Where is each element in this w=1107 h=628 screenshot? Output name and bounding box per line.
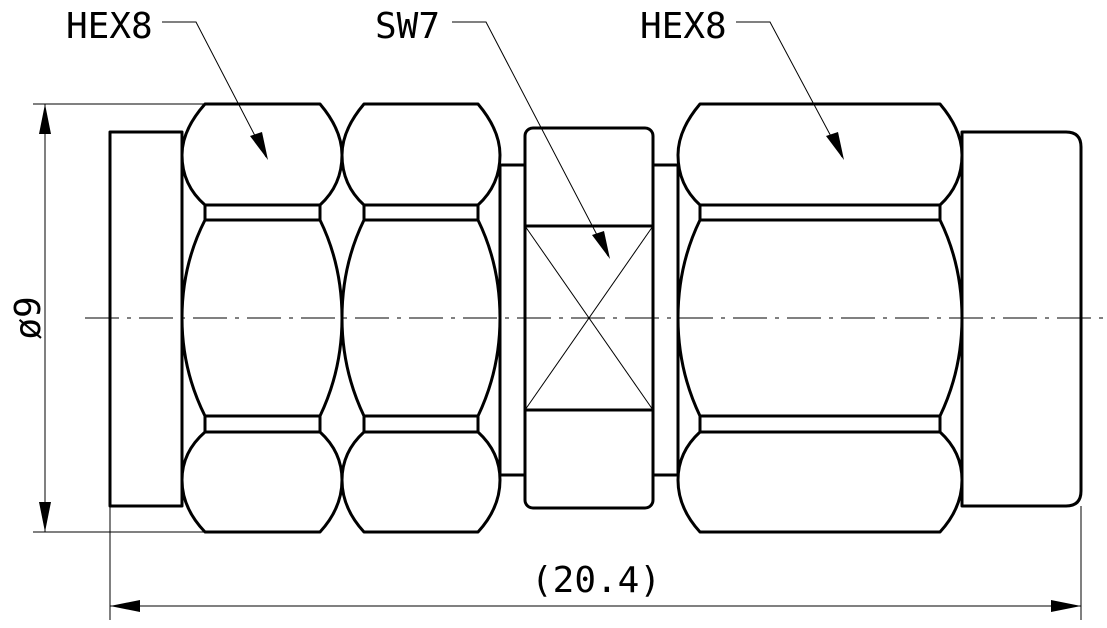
callout-hex-right: HEX8 — [640, 6, 844, 160]
neck-left — [498, 163, 527, 477]
callout-sw-label: SW7 — [375, 6, 440, 47]
callout-hex-left: HEX8 — [66, 6, 268, 160]
callout-sw: SW7 — [375, 6, 610, 259]
length-dimension: (20.4) — [109, 506, 1082, 620]
hex-nut-left-2 — [340, 102, 502, 534]
length-arrow-left — [110, 600, 140, 612]
neck-right — [651, 163, 680, 477]
callout-hex-left-label: HEX8 — [66, 6, 153, 47]
length-label: (20.4) — [531, 560, 661, 601]
diameter-arrow-top — [39, 104, 51, 134]
diameter-dimension: ø9 — [8, 103, 205, 533]
callout-hex-right-label: HEX8 — [640, 6, 727, 47]
callout-sw-arrow — [592, 231, 610, 259]
diameter-arrow-bottom — [39, 502, 51, 532]
hex-nut-left-1 — [180, 102, 344, 534]
callout-hex-right-arrow — [826, 132, 844, 160]
diameter-label: ø9 — [8, 296, 49, 339]
hex-nut-right — [676, 102, 964, 534]
left-end-cap — [108, 130, 184, 508]
length-arrow-right — [1051, 600, 1081, 612]
right-end-cap — [960, 130, 1083, 508]
callout-hex-left-arrow — [250, 132, 268, 160]
